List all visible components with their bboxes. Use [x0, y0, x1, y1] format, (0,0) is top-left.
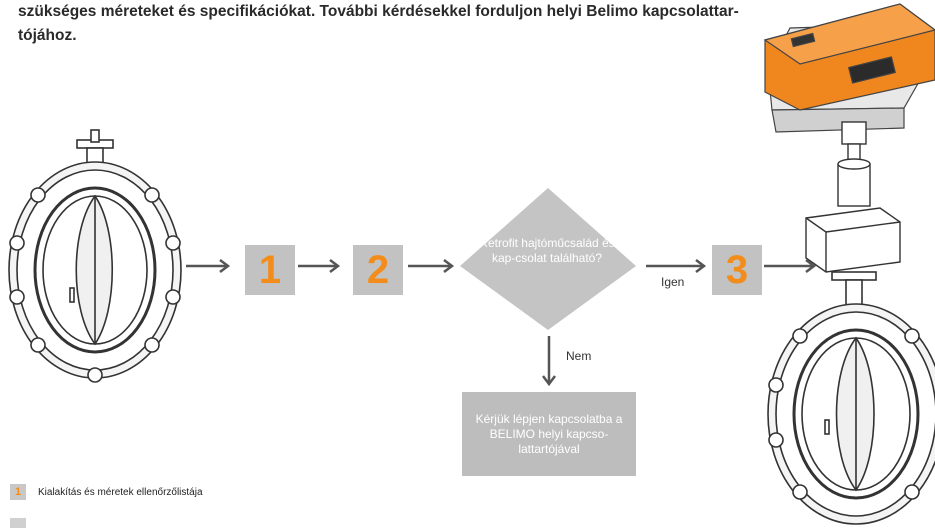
intro-text: szükséges méreteket és specifikációkat. … — [18, 3, 739, 44]
actuator — [763, 3, 935, 133]
step-2-badge: 2 — [353, 245, 403, 295]
legend-text: Kialakítás és méretek ellenőrzőlistája — [38, 486, 203, 498]
flow-arrows — [186, 259, 817, 387]
contact-box: Kérjük lépjen kapcsolatba a BELIMO helyi… — [462, 392, 636, 476]
shaft-coupling — [837, 121, 871, 207]
yes-label: Igen — [661, 275, 685, 289]
legend-number-badge: 1 — [10, 484, 26, 500]
butterfly-valve-right — [767, 271, 935, 525]
decision-text: Retrofit hajtóműcsalád és kap-csolat tal… — [479, 236, 615, 265]
no-label: Nem — [566, 349, 592, 363]
mounting-bracket — [805, 207, 901, 273]
step-1-badge: 1 — [245, 245, 295, 295]
step-3-badge: 3 — [712, 245, 762, 295]
legend-next-badge — [10, 518, 26, 528]
legend-item: 1 Kialakítás és méretek ellenőrzőlistája — [10, 484, 203, 500]
contact-text: Kérjük lépjen kapcsolatba a BELIMO helyi… — [475, 411, 623, 456]
decision-diamond — [460, 188, 636, 330]
butterfly-valve-left — [8, 129, 182, 383]
